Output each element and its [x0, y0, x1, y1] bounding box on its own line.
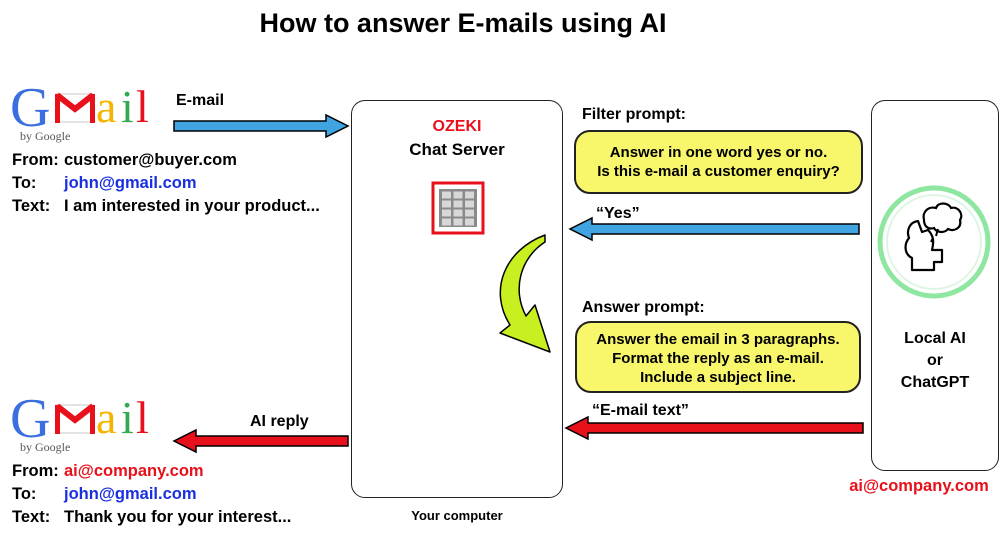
- gmail-letter-g: G: [10, 77, 50, 139]
- from-value: customer@buyer.com: [64, 151, 237, 169]
- from-label: From:: [12, 462, 59, 480]
- answer-prompt-heading: Answer prompt:: [582, 299, 705, 316]
- keypad-key: [442, 218, 451, 226]
- gmail-envelope-icon: [55, 92, 95, 123]
- email-in-arrow: [173, 113, 350, 139]
- gmail-logo-top: G a i l by Google: [8, 74, 163, 144]
- ai-reply-arrow-label: AI reply: [250, 413, 309, 430]
- gmail-letter-a: a: [96, 392, 116, 443]
- email-arrow-label: E-mail: [176, 92, 225, 109]
- server-brand: OZEKI: [432, 118, 482, 135]
- keypad-key: [453, 200, 463, 208]
- answer-line1: Answer the email in 3 paragraphs.: [596, 331, 840, 348]
- ai-head-icon: [876, 184, 992, 300]
- email-text-arrow: [564, 415, 864, 441]
- keypad-icon: [431, 181, 485, 235]
- diagram-title: How to answer E-mails using AI: [259, 8, 667, 38]
- to-label: To:: [12, 174, 37, 192]
- server-name: Chat Server: [409, 140, 505, 159]
- filter-line1: Answer in one word yes or no.: [609, 144, 828, 161]
- filter-line2: Is this e-mail a customer enquiry?: [597, 163, 840, 180]
- keypad-key: [442, 191, 451, 199]
- ai-head-graphic: [877, 185, 991, 299]
- text-value: I am interested in your product...: [64, 197, 320, 215]
- from-label: From:: [12, 151, 59, 169]
- from-value: ai@company.com: [64, 462, 204, 480]
- answer-reply-label: “E-mail text”: [592, 402, 689, 419]
- to-value: john@gmail.com: [64, 174, 197, 192]
- to-label: To:: [12, 485, 37, 503]
- gmail-envelope-icon: [55, 403, 95, 434]
- ai-line1: Local AI: [904, 330, 966, 347]
- text-label: Text:: [12, 197, 51, 215]
- gmail-byline: by Google: [20, 440, 70, 454]
- incoming-from-row: From: customer@buyer.com: [12, 151, 237, 170]
- keypad-key: [453, 191, 463, 199]
- ai-address: ai@company.com: [849, 477, 989, 495]
- keypad-key: [465, 209, 474, 217]
- gmail-logo-graphic: G a i l by Google: [10, 77, 149, 143]
- ai-line2: or: [927, 352, 943, 369]
- text-value: Thank you for your interest...: [64, 508, 292, 526]
- gmail-letter-i: i: [121, 81, 134, 132]
- outgoing-to-row: To: john@gmail.com: [12, 485, 197, 504]
- filter-reply-label: “Yes”: [596, 205, 640, 222]
- filter-prompt-bubble: Answer in one word yes or no. Is this e-…: [574, 130, 863, 194]
- keypad-key: [442, 200, 451, 208]
- keypad-key: [453, 209, 463, 217]
- gmail-logo-graphic: G a i l by Google: [10, 388, 149, 454]
- gmail-letter-i: i: [121, 392, 134, 443]
- gmail-byline: by Google: [20, 129, 70, 143]
- ai-reply-arrow: [172, 428, 349, 454]
- answer-prompt-bubble: Answer the email in 3 paragraphs. Format…: [575, 321, 861, 393]
- answer-line3: Include a subject line.: [640, 369, 796, 386]
- gmail-logo-bottom: G a i l by Google: [8, 385, 163, 455]
- keypad-key: [465, 191, 474, 199]
- filter-prompt-heading: Filter prompt:: [582, 106, 686, 123]
- gmail-letter-l: l: [136, 81, 149, 132]
- keypad-key: [465, 218, 474, 226]
- to-value: john@gmail.com: [64, 485, 197, 503]
- gmail-letter-l: l: [136, 392, 149, 443]
- keypad-graphic: [431, 181, 485, 235]
- answer-line2: Format the reply as an e-mail.: [612, 350, 824, 367]
- keypad-key: [453, 218, 463, 226]
- text-label: Text:: [12, 508, 51, 526]
- incoming-text-row: Text: I am interested in your product...: [12, 197, 320, 216]
- server-caption: Your computer: [411, 508, 503, 523]
- gmail-letter-g: G: [10, 388, 50, 450]
- incoming-to-row: To: john@gmail.com: [12, 174, 197, 193]
- outgoing-text-row: Text: Thank you for your interest...: [12, 508, 291, 527]
- gmail-letter-a: a: [96, 81, 116, 132]
- keypad-key: [442, 209, 451, 217]
- ai-line3: ChatGPT: [900, 374, 970, 391]
- keypad-key: [465, 200, 474, 208]
- outgoing-from-row: From: ai@company.com: [12, 462, 204, 481]
